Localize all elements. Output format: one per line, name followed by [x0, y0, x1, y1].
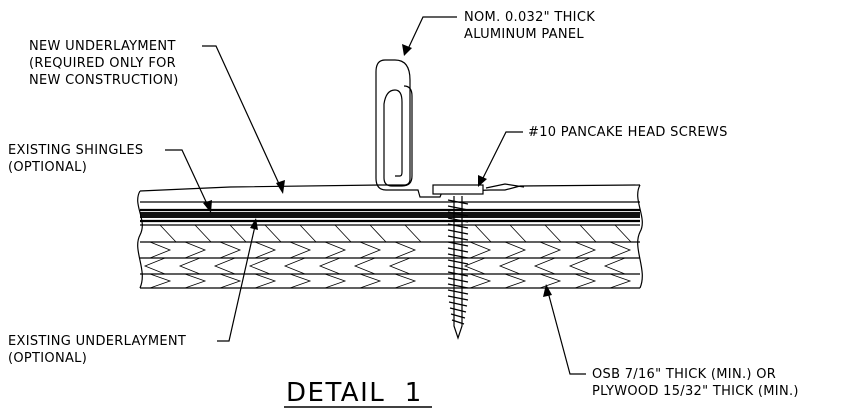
- arrow-deck: [543, 284, 552, 297]
- new-underlayment-label-line3: NEW CONSTRUCTION): [29, 73, 179, 88]
- arrow-shingles: [203, 200, 212, 213]
- leader-new-underlayment: [202, 45, 281, 187]
- screw-head: [432, 184, 484, 195]
- deck-label-line1: OSB 7/16" THICK (MIN.) OR: [592, 367, 776, 382]
- arrow-new-underlayment: [276, 180, 285, 194]
- leader-deck: [547, 291, 586, 375]
- panel-surface-left: [139, 184, 381, 192]
- shingle-band: [140, 212, 640, 218]
- existing-underlayment-label-line2: (OPTIONAL): [8, 351, 87, 366]
- panel-label-line1: NOM. 0.032" THICK: [464, 10, 595, 25]
- shingles-label-line2: (OPTIONAL): [8, 160, 87, 175]
- leader-screws: [481, 131, 523, 181]
- break-left: [137, 190, 143, 289]
- arrow-screws: [478, 175, 487, 187]
- shingles-label-line1: EXISTING SHINGLES: [8, 143, 143, 158]
- screw-threads: [447, 199, 469, 325]
- new-underlayment-label-line2: (REQUIRED ONLY FOR: [29, 56, 176, 71]
- leaders: [165, 16, 586, 375]
- existing-underlayment-label-line1: EXISTING UNDERLAYMENT: [8, 334, 186, 349]
- roof-assembly: [137, 184, 643, 289]
- new-underlayment-label-line1: NEW UNDERLAYMENT: [29, 39, 176, 54]
- wood-grain-hatch: [143, 224, 632, 289]
- leader-existing-underlayment: [217, 225, 256, 342]
- leader-shingles: [165, 149, 209, 207]
- detail-title: DETAIL 1: [286, 378, 423, 408]
- panel-surface-right: [519, 184, 641, 187]
- screw-shank: [453, 196, 463, 340]
- panel-inner-fold: [401, 85, 413, 187]
- aluminum-panel: [375, 59, 525, 198]
- arrow-panel: [402, 44, 412, 56]
- pancake-head-screw: [432, 184, 484, 340]
- panel-label-line2: ALUMINUM PANEL: [464, 27, 584, 42]
- arrow-existing-underlayment: [250, 218, 258, 230]
- screws-label: #10 PANCAKE HEAD SCREWS: [528, 125, 728, 140]
- panel-outline: [375, 59, 521, 198]
- deck-label-line2: PLYWOOD 15/32" THICK (MIN.): [592, 384, 799, 399]
- break-right: [637, 184, 643, 289]
- panel-inner-seam: [383, 89, 403, 187]
- leader-panel: [407, 16, 457, 50]
- panel-clip-tail: [485, 183, 525, 189]
